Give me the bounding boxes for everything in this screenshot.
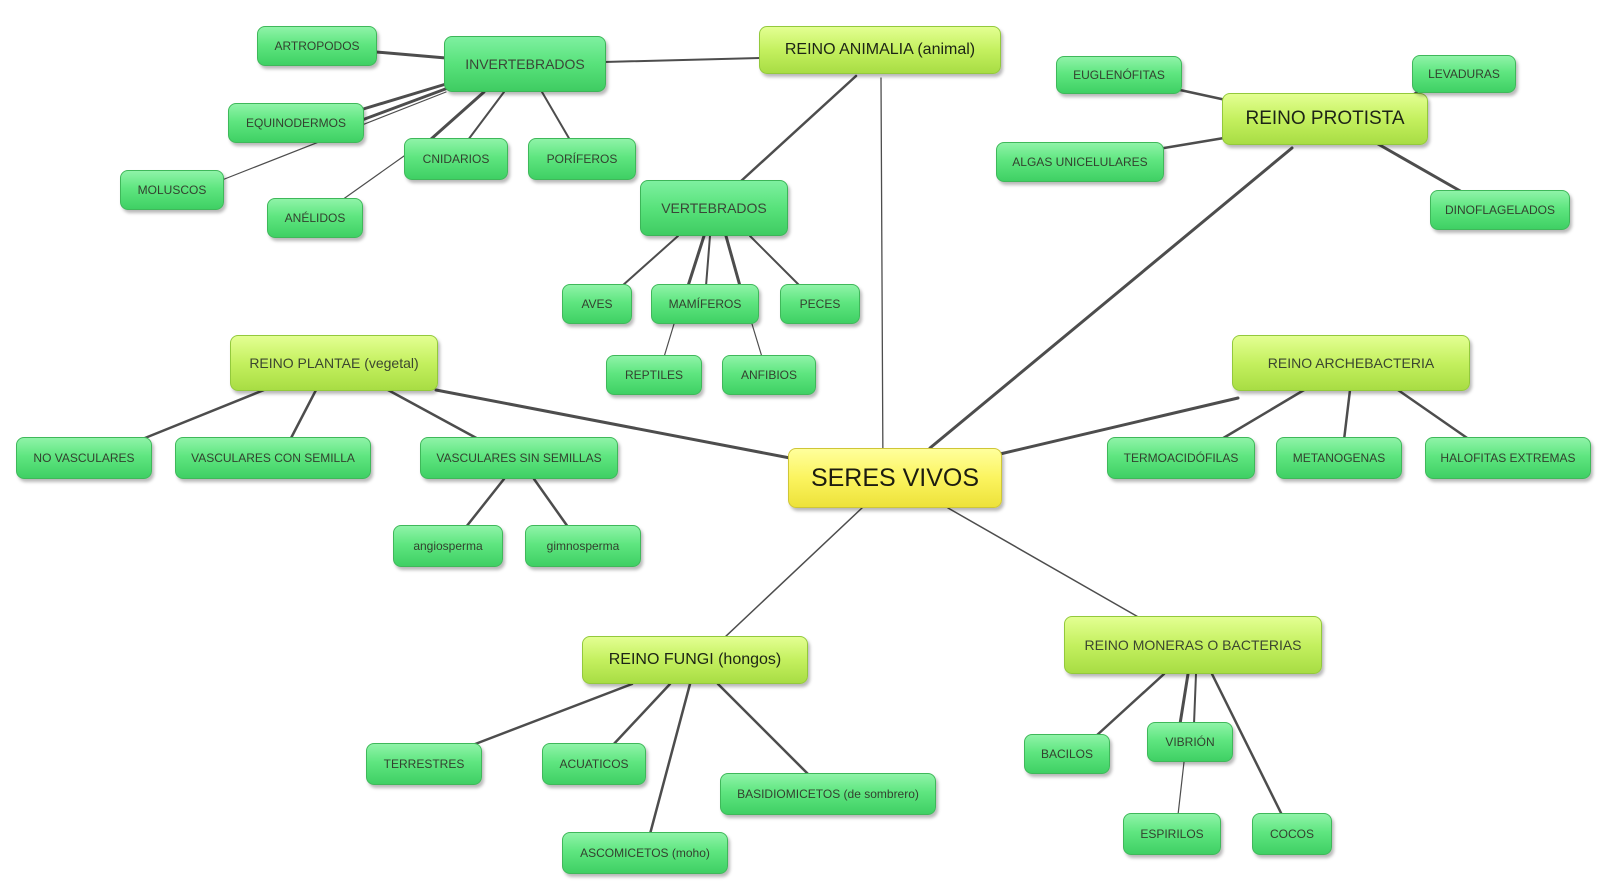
leaf-node-reptiles[interactable]: REPTILES: [606, 355, 702, 395]
edge-plantae-vasculares-sin-semillas: [386, 388, 482, 442]
edge-fungi-ascomicetos: [648, 682, 692, 836]
group-node-invertebrados[interactable]: INVERTEBRADOS: [444, 36, 606, 92]
leaf-node-anfibios[interactable]: ANFIBIOS: [722, 355, 816, 395]
kingdom-node-moneras[interactable]: REINO MONERAS O BACTERIAS: [1064, 616, 1322, 674]
edge-vertebrados-aves: [621, 235, 679, 287]
edge-arche-metanogenas: [1342, 388, 1352, 442]
leaf-node-algas-unicelulares[interactable]: ALGAS UNICELULARES: [996, 142, 1164, 182]
leaf-node-termoacidofilas[interactable]: TERMOACIDÓFILAS: [1107, 437, 1255, 479]
edge-root-protista: [928, 146, 1294, 450]
edge-cnidarios-anelidos: [341, 155, 405, 201]
edge-plantae-vasculares-con-semilla: [288, 388, 318, 442]
edge-vibrion-espirilos: [1177, 761, 1185, 816]
edge-arche-termoacidofilas: [1218, 388, 1306, 442]
edge-invertebrados-cnidarios-b: [467, 91, 505, 141]
edge-moneras-cocos: [1210, 672, 1284, 817]
leaf-node-vasculares-con-semilla[interactable]: VASCULARES CON SEMILLA: [175, 437, 371, 479]
leaf-node-basidiomicetos[interactable]: BASIDIOMICETOS (de sombrero): [720, 773, 936, 815]
edge-fungi-acuaticos: [610, 682, 672, 748]
kingdom-node-archebacteria[interactable]: REINO ARCHEBACTERIA: [1232, 335, 1470, 391]
edge-invertebrados-equinodermos-b: [360, 86, 450, 122]
edge-animalia-vertebrados: [738, 74, 858, 184]
leaf-node-cocos[interactable]: COCOS: [1252, 813, 1332, 855]
edge-moneras-bacilos: [1094, 672, 1166, 738]
leaf-node-cnidarios[interactable]: CNIDARIOS: [404, 138, 508, 180]
edge-animalia-invertebrados: [603, 57, 761, 63]
kingdom-node-plantae[interactable]: REINO PLANTAE (vegetal): [230, 335, 438, 391]
edge-fungi-terrestres: [468, 682, 634, 748]
edge-invertebrados-poriferos: [541, 91, 571, 141]
edge-root-fungi: [723, 507, 863, 639]
leaf-node-espirilos[interactable]: ESPIRILOS: [1123, 813, 1221, 855]
leaf-node-halofitas-extremas[interactable]: HALOFITAS EXTREMAS: [1425, 437, 1591, 479]
leaf-node-moluscos[interactable]: MOLUSCOS: [120, 170, 224, 210]
edge-mamiferos-reptiles: [663, 323, 675, 358]
edge-mamiferos-anfibios: [751, 323, 763, 358]
leaf-node-vibrion[interactable]: VIBRIÓN: [1147, 722, 1233, 762]
edge-invertebrados-equinodermos-a: [358, 82, 448, 112]
edge-root-plantae: [434, 388, 792, 460]
edge-root-archebacteria: [998, 396, 1240, 456]
edge-moneras-vibrion-b: [1193, 673, 1197, 725]
leaf-node-mamiferos[interactable]: MAMÍFEROS: [651, 284, 759, 324]
leaf-node-aves[interactable]: AVES: [562, 284, 632, 324]
leaf-node-angiosperma[interactable]: angiosperma: [393, 525, 503, 567]
edge-protista-dinoflagelados: [1376, 142, 1464, 194]
leaf-node-no-vasculares[interactable]: NO VASCULARES: [16, 437, 152, 479]
kingdom-node-animalia[interactable]: REINO ANIMALIA (animal): [759, 26, 1001, 74]
leaf-node-gimnosperma[interactable]: gimnosperma: [525, 525, 641, 567]
edge-sin-semillas-angiosperma: [464, 477, 506, 529]
leaf-node-euglenofitas[interactable]: EUGLENÓFITAS: [1056, 56, 1182, 94]
leaf-node-metanogenas[interactable]: METANOGENAS: [1276, 437, 1402, 479]
leaf-node-equinodermos[interactable]: EQUINODERMOS: [228, 103, 364, 143]
edge-vertebrados-mamiferos-c: [724, 234, 742, 288]
kingdom-node-fungi[interactable]: REINO FUNGI (hongos): [582, 636, 808, 684]
leaf-node-ascomicetos[interactable]: ASCOMICETOS (moho): [562, 832, 728, 874]
leaf-node-poriferos[interactable]: PORÍFEROS: [528, 138, 636, 180]
edge-protista-euglenofitas: [1178, 88, 1228, 102]
edge-vertebrados-mamiferos-b: [705, 235, 711, 287]
edge-arche-halofitas: [1396, 388, 1472, 442]
leaf-node-bacilos[interactable]: BACILOS: [1024, 734, 1110, 774]
edge-protista-algas: [1162, 136, 1226, 150]
kingdom-node-protista[interactable]: REINO PROTISTA: [1222, 93, 1428, 145]
leaf-node-levaduras[interactable]: LEVADURAS: [1412, 55, 1516, 93]
edge-sin-semillas-gimnosperma: [532, 477, 570, 529]
edge-vertebrados-mamiferos: [686, 234, 706, 288]
edge-vertebrados-peces: [749, 235, 801, 287]
edge-root-moneras: [947, 507, 1141, 619]
leaf-node-artropodos[interactable]: ARTROPODOS: [257, 26, 377, 66]
leaf-node-terrestres[interactable]: TERRESTRES: [366, 743, 482, 785]
root-node-seres-vivos[interactable]: SERES VIVOS: [788, 448, 1002, 508]
group-node-vertebrados[interactable]: VERTEBRADOS: [640, 180, 788, 236]
edge-fungi-basidiomicetos: [716, 682, 812, 778]
edge-root-animalia: [880, 77, 884, 479]
leaf-node-vasculares-sin-semillas[interactable]: VASCULARES SIN SEMILLAS: [420, 437, 618, 479]
edge-moneras-vibrion: [1178, 672, 1190, 726]
leaf-node-dinoflagelados[interactable]: DINOFLAGELADOS: [1430, 190, 1570, 230]
edge-plantae-no-vasculares: [138, 388, 266, 442]
leaf-node-acuaticos[interactable]: ACUATICOS: [542, 743, 646, 785]
edge-invertebrados-artropodos: [374, 50, 448, 60]
leaf-node-peces[interactable]: PECES: [780, 284, 860, 324]
leaf-node-anelidos[interactable]: ANÉLIDOS: [267, 198, 363, 238]
edge-invertebrados-cnidarios: [428, 90, 486, 142]
